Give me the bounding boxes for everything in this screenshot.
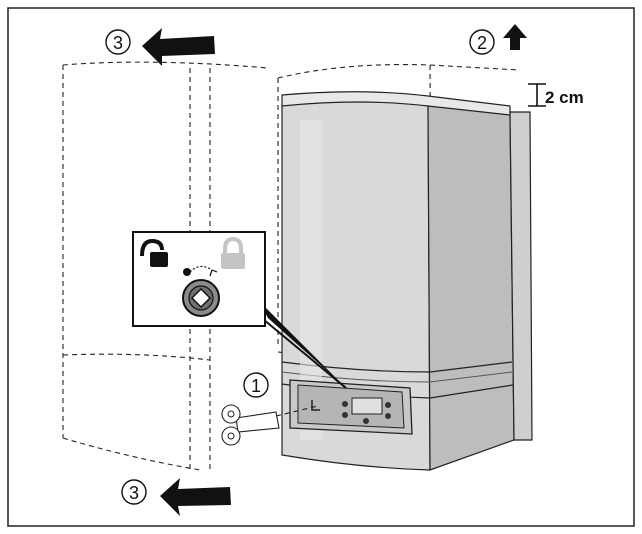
arrow-up-icon [503, 24, 527, 50]
control-panel [289, 379, 413, 435]
service-key-icon [221, 404, 319, 446]
locked-padlock-icon [221, 236, 245, 269]
boiler-rear-mount [509, 111, 533, 441]
control-panel-display [351, 397, 383, 415]
gap-dimension: 2 cm [528, 83, 584, 107]
arrow-left-icon [142, 28, 215, 66]
control-button [342, 412, 348, 418]
arrow-left-icon [160, 478, 231, 516]
step-1-marker: 1 [243, 372, 269, 398]
step-3-top-label: 3 [113, 33, 123, 53]
step-3-bottom-marker: 3 [121, 478, 231, 516]
step-3-top-marker: 3 [105, 28, 215, 66]
panel-lock-symbol [311, 400, 320, 411]
control-button [363, 418, 369, 424]
control-button [342, 401, 348, 407]
boiler-side-face [427, 105, 515, 471]
step-3-bottom-label: 3 [129, 483, 139, 503]
step-2-marker: 2 [469, 24, 527, 55]
unlocked-padlock-icon [140, 238, 168, 267]
control-button [385, 413, 391, 419]
callout-pointer [258, 300, 346, 388]
control-button [385, 402, 391, 408]
rotary-lock-dial-icon [182, 265, 220, 317]
gap-dimension-label: 2 cm [545, 88, 584, 107]
step-2-label: 2 [477, 33, 487, 53]
step-1-label: 1 [251, 376, 261, 396]
lock-detail-inset [132, 231, 266, 327]
